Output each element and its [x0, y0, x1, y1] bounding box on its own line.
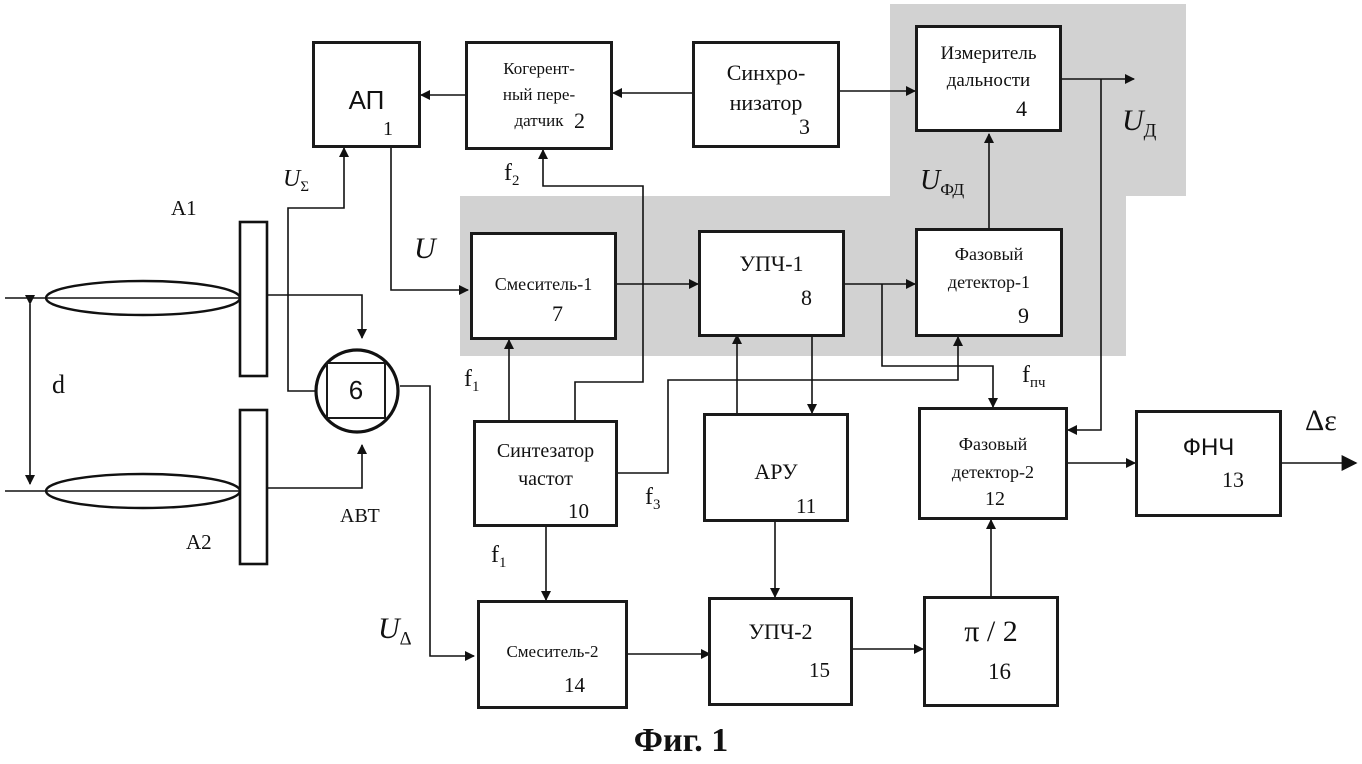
block-mixer-1-number: 7 [552, 301, 563, 327]
wire-a2-to-bridge [267, 445, 362, 488]
block-frequency-synthesizer-number: 10 [568, 499, 589, 524]
block-range-meter-number: 4 [1016, 96, 1027, 122]
block-ifa-2-label: УПЧ-2 [711, 618, 850, 646]
block-agc-number: 11 [796, 494, 816, 519]
block-mixer-2: Смеситель-2 14 [477, 600, 628, 709]
block-phase-detector-2: Фазовый детектор-2 12 [918, 407, 1068, 520]
block-ifa-1-label: УПЧ-1 [701, 250, 842, 278]
wire-ap-to-mixer1 [391, 146, 468, 290]
block-phase-detector-1: Фазовый детектор-1 9 [915, 228, 1063, 337]
block-mixer-1-label: Смеситель-1 [473, 273, 614, 296]
block-mixer-1: Смеситель-1 7 [470, 232, 617, 340]
block-agc: АРУ 11 [703, 413, 849, 522]
block-ifa-1-number: 8 [801, 285, 812, 311]
label-baseline-d: d [52, 370, 65, 400]
block-phase-shifter: π / 2 16 [923, 596, 1059, 707]
bridge-block-6: 6 [326, 362, 386, 419]
block-ifa-1: УПЧ-1 8 [698, 230, 845, 337]
wire-urange-to-pd2 [1068, 79, 1101, 430]
block-phase-detector-2-number: 12 [985, 488, 1005, 511]
label-a1: A1 [171, 196, 197, 221]
block-mixer-2-number: 14 [564, 673, 585, 698]
block-lpf: ФНЧ 13 [1135, 410, 1282, 517]
block-ap-number: 1 [383, 118, 393, 141]
figure-caption: Фиг. 1 [0, 722, 1362, 760]
label-u-pd: UФД [920, 165, 964, 200]
block-synchronizer-label: Синхро- низатор [695, 58, 837, 118]
block-ap: АП 1 [312, 41, 421, 148]
wire-a1-to-bridge [267, 295, 362, 338]
block-coherent-transmitter: Когерент- ный пере- датчик 2 [465, 41, 613, 150]
block-phase-detector-1-number: 9 [1018, 303, 1029, 329]
label-avt: АВТ [340, 505, 380, 528]
block-phase-detector-2-label: Фазовый детектор-2 [921, 430, 1065, 486]
block-synchronizer: Синхро- низатор 3 [692, 41, 840, 148]
block-agc-label: АРУ [706, 458, 846, 486]
label-f3: f3 [645, 484, 660, 514]
bridge-number: 6 [328, 374, 384, 407]
label-a2: A2 [186, 530, 212, 555]
block-phase-shifter-label: π / 2 [926, 613, 1056, 651]
label-f-if: fпч [1022, 362, 1045, 392]
block-ifa-2: УПЧ-2 15 [708, 597, 853, 706]
block-phase-detector-1-label: Фазовый детектор-1 [918, 240, 1060, 296]
antenna-feed-a1 [240, 222, 267, 376]
label-f1-mixer2: f1 [491, 542, 506, 572]
block-mixer-2-label: Смеситель-2 [480, 641, 625, 662]
label-u: U [414, 232, 436, 266]
label-u-range: UД [1122, 104, 1156, 143]
label-u-delta: UΔ [378, 612, 412, 651]
block-coherent-transmitter-number: 2 [574, 108, 585, 134]
label-f1-mixer1: f1 [464, 366, 479, 396]
antenna-feed-a2 [240, 410, 267, 564]
block-phase-shifter-number: 16 [988, 659, 1011, 685]
block-range-meter-label: Измеритель дальности [918, 40, 1059, 94]
block-frequency-synthesizer-label: Синтезатор частот [476, 437, 615, 493]
block-ap-label: АП [315, 84, 418, 117]
block-ifa-2-number: 15 [809, 658, 830, 683]
block-synchronizer-number: 3 [799, 114, 810, 140]
block-lpf-label: ФНЧ [1138, 433, 1279, 463]
block-frequency-synthesizer: Синтезатор частот 10 [473, 420, 618, 527]
label-delta-epsilon: Δε [1305, 404, 1337, 438]
block-coherent-transmitter-label: Когерент- ный пере- датчик [468, 56, 610, 134]
label-u-sum: UΣ [283, 166, 309, 196]
label-f2: f2 [504, 160, 519, 190]
block-lpf-number: 13 [1222, 467, 1244, 493]
block-range-meter: Измеритель дальности 4 [915, 25, 1062, 132]
